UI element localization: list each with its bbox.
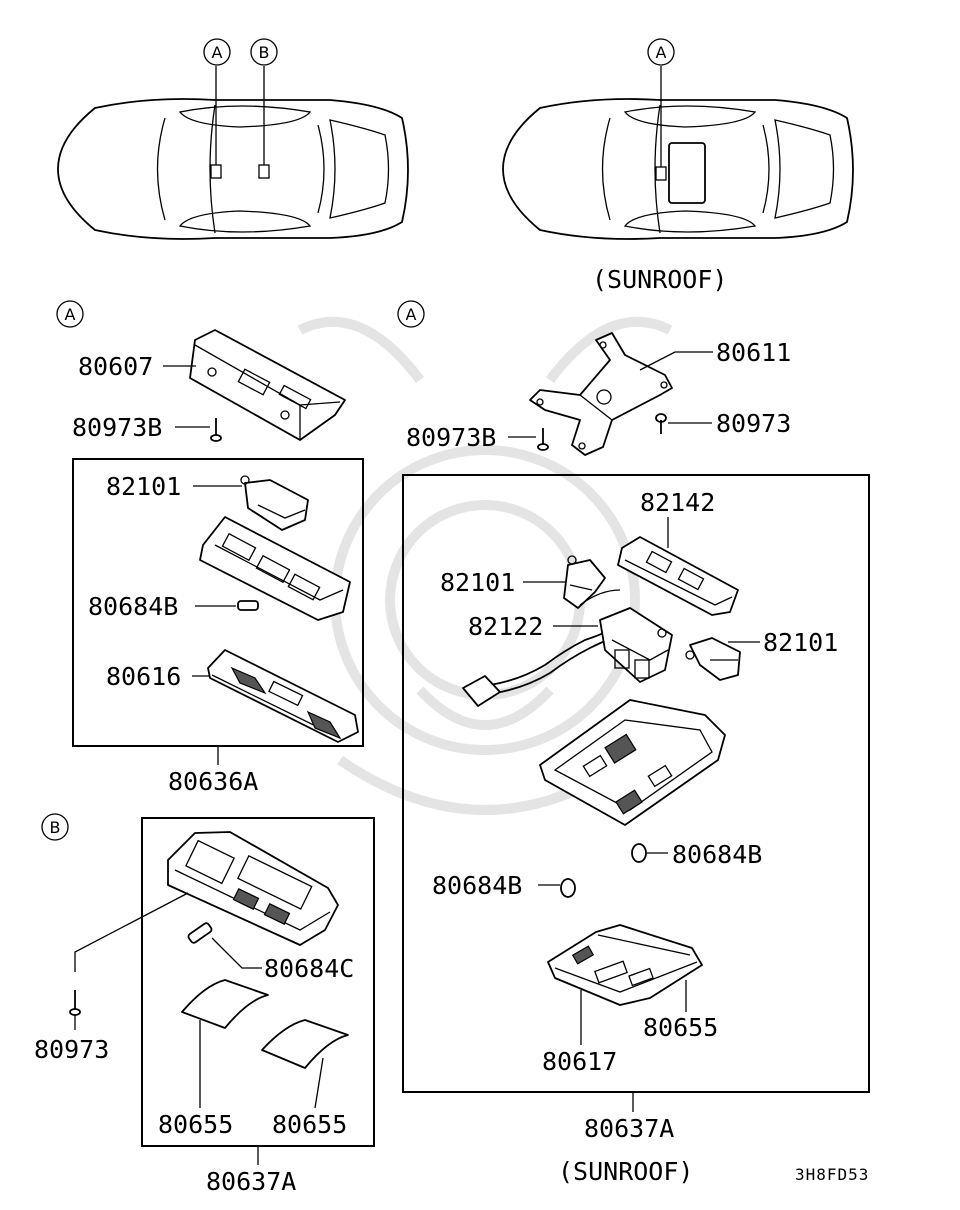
label-80637A-left: 80637A xyxy=(206,1167,296,1196)
svg-text:A: A xyxy=(212,43,223,62)
harness-82122 xyxy=(462,589,673,707)
label-82101-left: 82101 xyxy=(106,472,181,501)
bracket-80611 xyxy=(529,332,673,456)
label-80636A: 80636A xyxy=(168,767,258,796)
lamp-housing-sunroof xyxy=(539,699,726,826)
switch-82101-right-b xyxy=(685,637,741,681)
svg-text:A: A xyxy=(406,305,417,324)
label-80973-left: 80973 xyxy=(34,1035,109,1064)
label-80684C: 80684C xyxy=(264,954,354,983)
label-80655-left-a: 80655 xyxy=(158,1110,233,1139)
label-82142: 82142 xyxy=(640,488,715,517)
label-82122: 82122 xyxy=(468,612,543,641)
callout-a-section-right: A xyxy=(397,300,425,328)
car-top-view-sunroof xyxy=(502,66,854,240)
label-80617: 80617 xyxy=(542,1047,617,1076)
lens-80655-left-b xyxy=(261,1019,349,1069)
lens-80655-left-a xyxy=(181,979,269,1029)
label-80607: 80607 xyxy=(78,352,153,381)
label-80973-right: 80973 xyxy=(716,409,791,438)
assembly-box-80637A-right xyxy=(402,474,870,1093)
svg-text:A: A xyxy=(656,43,667,62)
label-80973B-right: 80973B xyxy=(406,423,496,452)
label-82101-right-b: 82101 xyxy=(763,628,838,657)
lamp-housing-left xyxy=(199,516,351,621)
diagram-code: 3H8FD53 xyxy=(795,1165,869,1184)
lens-80617 xyxy=(547,924,703,1006)
svg-text:B: B xyxy=(259,43,270,62)
callout-a-section-left: A xyxy=(56,300,84,328)
label-80655-right: 80655 xyxy=(643,1013,718,1042)
label-82101-right-a: 82101 xyxy=(440,568,515,597)
svg-text:B: B xyxy=(50,818,61,837)
callout-a-top-right: A xyxy=(647,38,675,66)
label-80973B-left: 80973B xyxy=(72,413,162,442)
screw-80973-right xyxy=(655,413,667,434)
label-80684B-left: 80684B xyxy=(88,592,178,621)
screw-80973B-right xyxy=(537,428,549,451)
car-top-view-standard xyxy=(57,66,409,240)
label-80637A-right: 80637A xyxy=(584,1114,674,1143)
bulb-80684B-left xyxy=(237,600,259,611)
screw-80973-left xyxy=(69,990,81,1016)
label-80616: 80616 xyxy=(106,662,181,691)
lamp-housing-b xyxy=(167,831,339,946)
switch-82101-left xyxy=(240,475,309,531)
bracket-80607 xyxy=(189,329,346,441)
label-80684B-right-a: 80684B xyxy=(672,840,762,869)
lens-80616 xyxy=(207,649,359,743)
label-80655-left-b: 80655 xyxy=(272,1110,347,1139)
label-80684B-right-b: 80684B xyxy=(432,871,522,900)
callout-a-top-left: A xyxy=(203,38,231,66)
bulb-80684C xyxy=(187,922,213,944)
svg-text:A: A xyxy=(65,305,76,324)
sunroof-caption-bottom: (SUNROOF) xyxy=(558,1157,693,1186)
callout-b-section: B xyxy=(41,813,69,841)
sunroof-caption-top: (SUNROOF) xyxy=(592,265,727,294)
label-80611: 80611 xyxy=(716,338,791,367)
bulb-80684B-right-a xyxy=(631,843,647,863)
screw-80973B-left xyxy=(210,418,222,442)
bulb-80684B-right-b xyxy=(560,878,576,898)
switch-82101-right-a xyxy=(563,555,606,609)
callout-b-top: B xyxy=(250,38,278,66)
switch-panel-82142 xyxy=(617,536,739,616)
